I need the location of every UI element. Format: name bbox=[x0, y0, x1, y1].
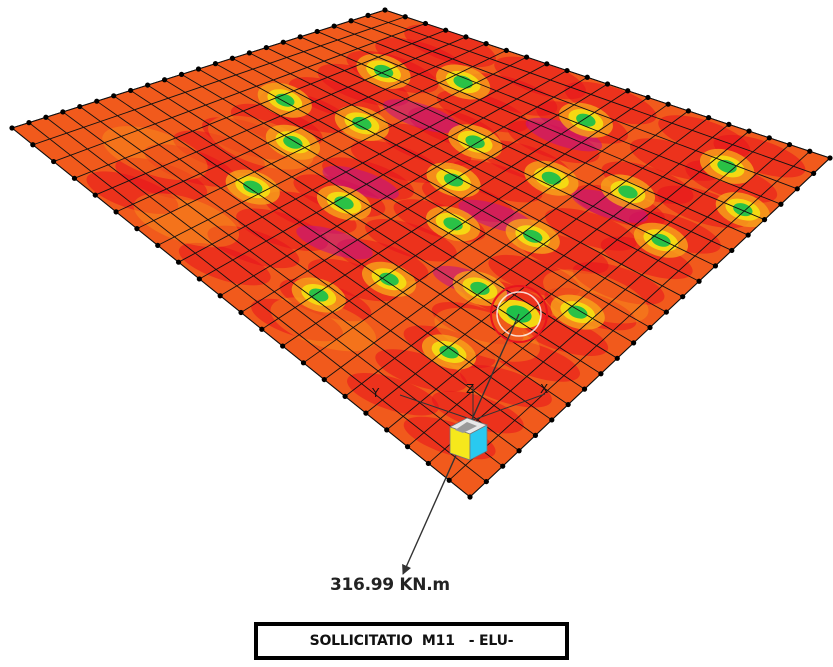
axis-triad: Y Z X bbox=[371, 382, 548, 421]
max-moment-marker[interactable] bbox=[490, 285, 548, 343]
axis-y-label: Y bbox=[371, 386, 380, 400]
result-title: SOLLICITATIO M11 - ELU- bbox=[309, 633, 514, 649]
axis-z-label: Z bbox=[466, 382, 474, 396]
fe-plate-contour bbox=[9, 7, 833, 500]
view-cube-icon[interactable] bbox=[449, 417, 488, 461]
max-value-label: 316.99 KN.m bbox=[330, 575, 450, 595]
result-title-box: SOLLICITATIO M11 - ELU- bbox=[254, 622, 569, 660]
axis-x-label: X bbox=[540, 382, 548, 396]
